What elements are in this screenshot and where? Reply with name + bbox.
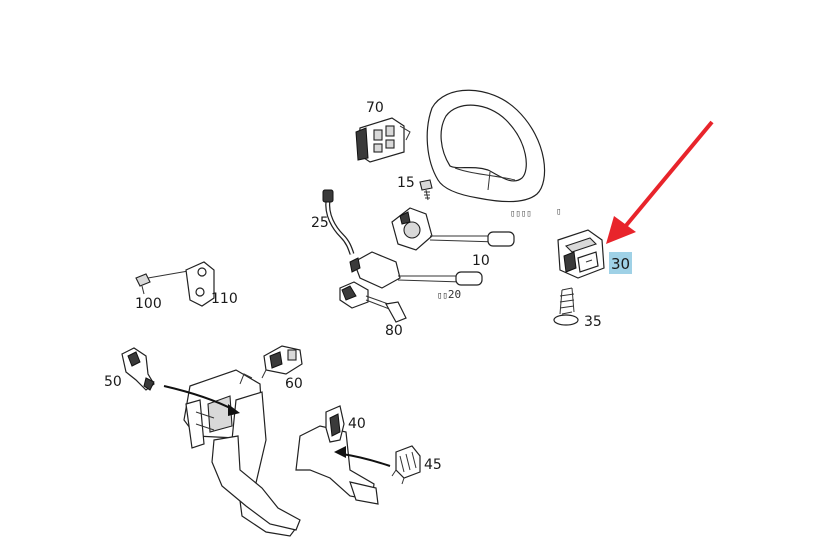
part-15-screw [419, 179, 433, 201]
steering-wheel [426, 89, 546, 203]
label-30: 30 [611, 255, 630, 273]
label-10: 10 [472, 253, 490, 269]
ref-mark: ▯▯▯▯ [510, 209, 532, 219]
label-20: ▯▯20 [437, 288, 461, 301]
part-100-bolt [135, 269, 195, 295]
label-60: 60 [285, 376, 303, 392]
part-45-connector [391, 445, 421, 485]
part-30-switch [557, 229, 605, 279]
part-20-switch [349, 251, 483, 289]
label-35: 35 [584, 314, 602, 330]
red-arrow-icon [606, 120, 714, 244]
label-100: 100 [135, 296, 162, 312]
part-10-combination-switch [391, 207, 515, 251]
label-45: 45 [424, 457, 442, 473]
pointer-arrow-icon [163, 385, 240, 416]
part-40-sensor [295, 405, 379, 505]
pointer-arrow-icon [334, 446, 391, 467]
ref-mark: ▯ [556, 207, 561, 217]
part-70-switch [355, 117, 411, 163]
part-35-spring [553, 287, 579, 326]
part-60-switch [261, 345, 303, 379]
part-25-cable [322, 189, 355, 255]
highlight-box [609, 252, 632, 274]
label-80: 80 [385, 323, 403, 339]
label-15: 15 [397, 175, 415, 191]
label-40: 40 [348, 416, 366, 432]
part-50-sensor [121, 347, 155, 391]
label-70: 70 [366, 100, 384, 116]
label-25: 25 [311, 215, 329, 231]
part-110-bracket [185, 261, 215, 307]
label-50: 50 [104, 374, 122, 390]
pedal-assembly [183, 369, 301, 537]
part-80-switch [339, 281, 407, 323]
label-110: 110 [211, 291, 238, 307]
